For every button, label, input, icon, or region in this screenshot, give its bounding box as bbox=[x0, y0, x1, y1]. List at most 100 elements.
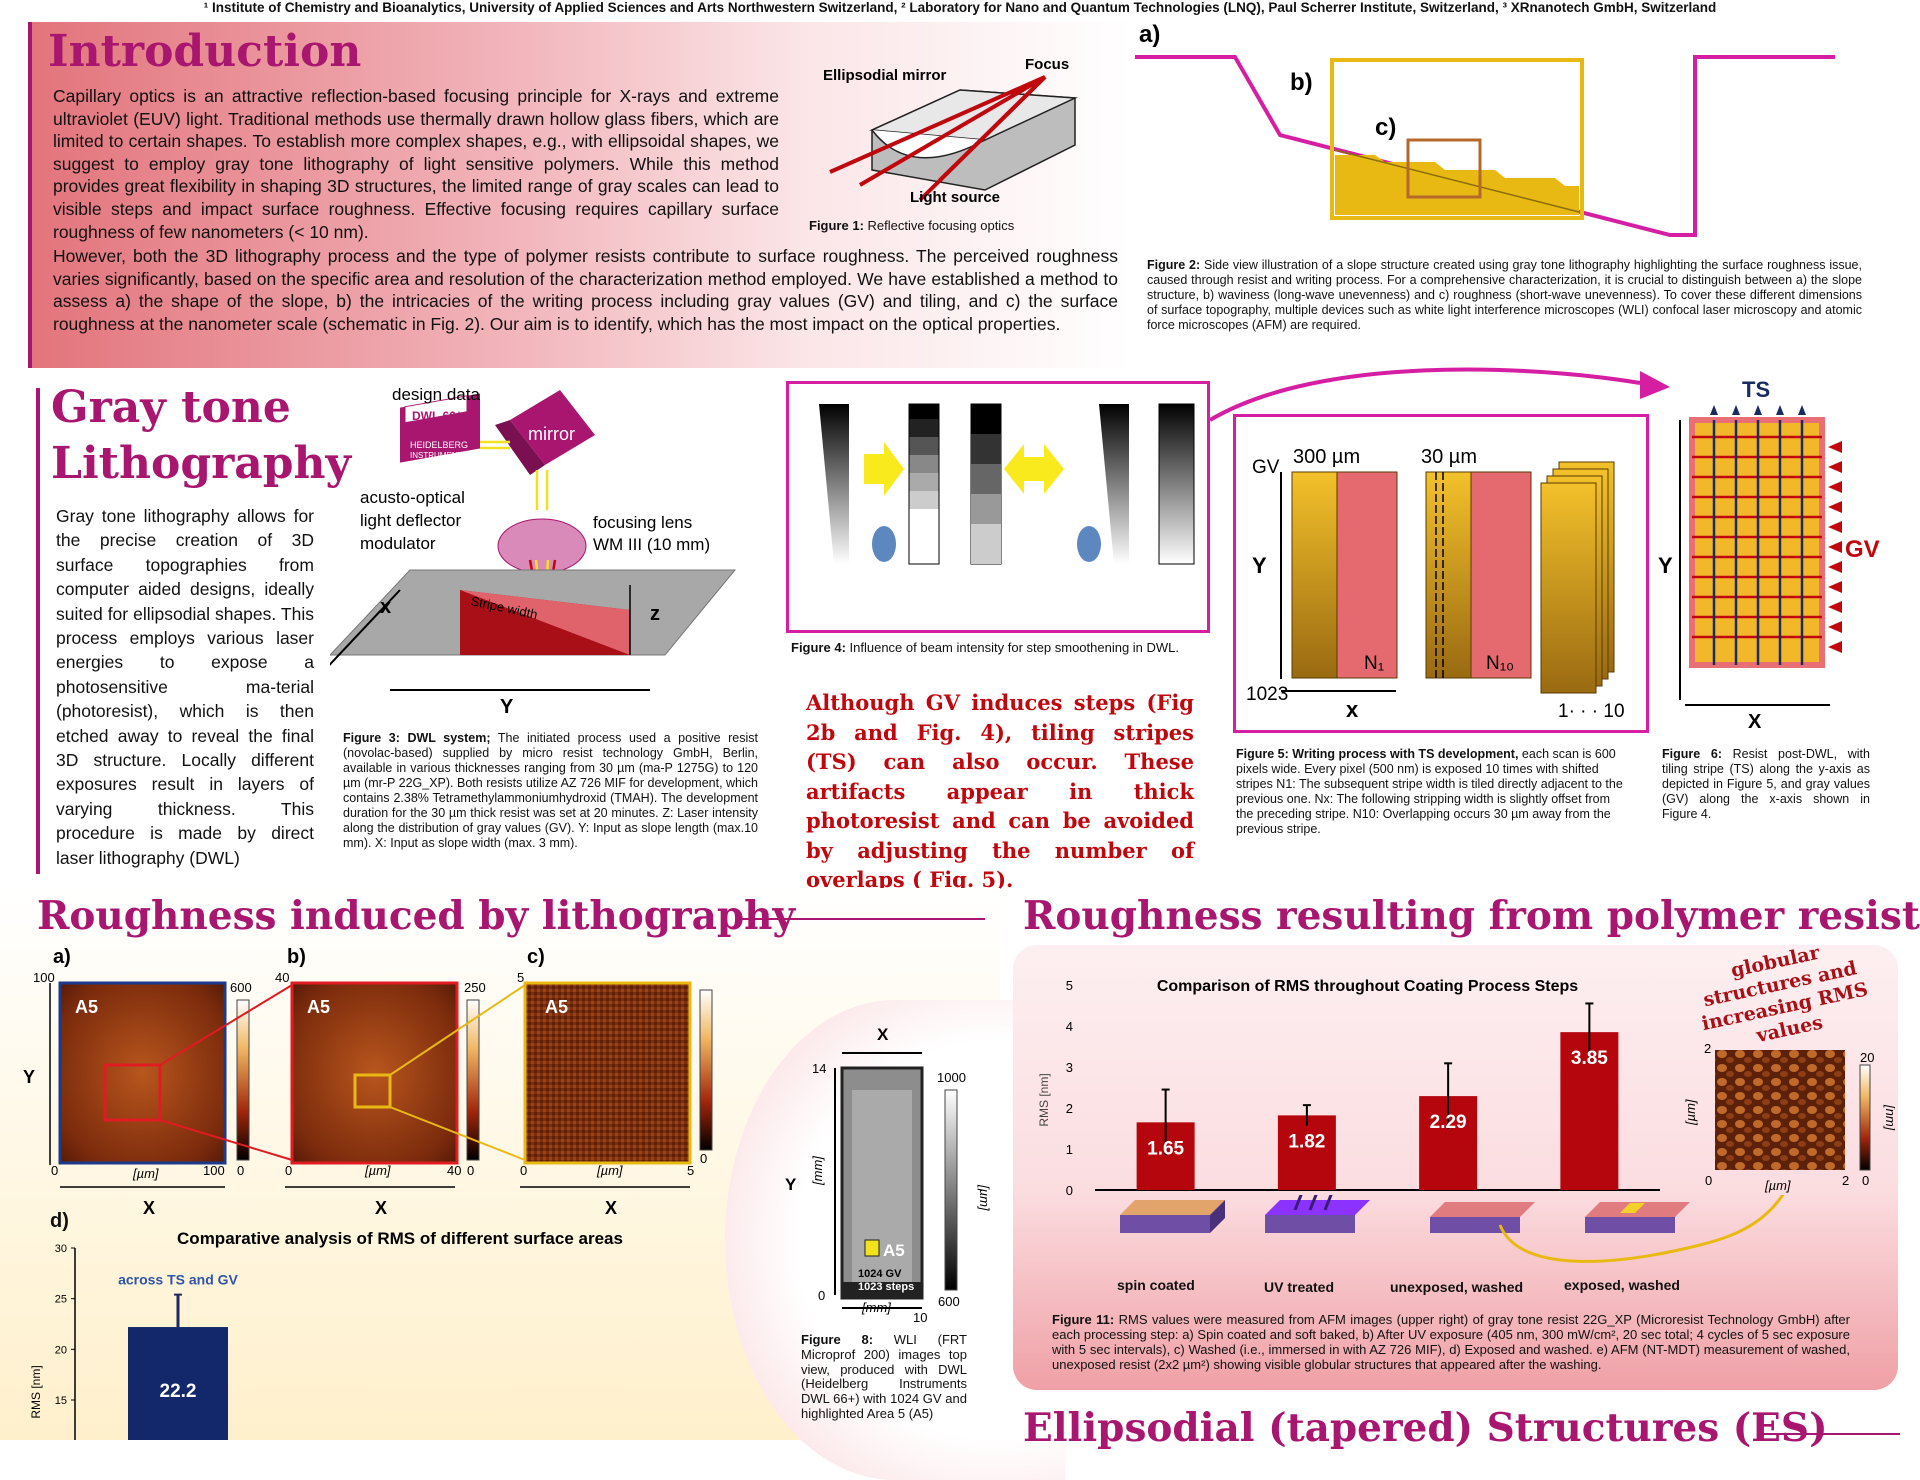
fig3-heidelberg-label: HEIDELBERG bbox=[410, 440, 468, 450]
afm-inset-x2: 2 bbox=[1842, 1173, 1849, 1188]
fig5-n1-label: N₁ bbox=[1364, 653, 1384, 674]
afm-b-area: A5 bbox=[307, 997, 330, 1017]
gtl-title-line-2: Lithography bbox=[51, 438, 352, 489]
rough-resist-title: Roughness resulting from polymer resist bbox=[1023, 893, 1920, 939]
fig8-a5-label: A5 bbox=[883, 1241, 905, 1260]
chart-rms-value-label: 1.65 bbox=[1147, 1138, 1184, 1159]
afm-b-zero: 0 bbox=[285, 1163, 292, 1178]
fig5-gv-label: GV bbox=[1252, 457, 1280, 478]
fig3-aom-line2: light deflector bbox=[360, 511, 461, 530]
afm-c-ymax: 5 bbox=[517, 970, 524, 985]
fig8-10-label: 10 bbox=[913, 1310, 927, 1325]
gtl-body: Gray tone lithography allows for the pre… bbox=[56, 506, 314, 868]
chart-rms-ytick: 2 bbox=[1066, 1101, 1073, 1116]
fig1-source-label: Light source bbox=[910, 189, 1000, 206]
chart-rms-ytick: 0 bbox=[1066, 1183, 1073, 1198]
afm-b-ymax: 40 bbox=[275, 970, 289, 985]
fig3-caption: Figure 3: DWL system; The initiated proc… bbox=[343, 731, 758, 850]
chart-d-ytick: 15 bbox=[55, 1395, 67, 1407]
chart-rms-ytick: 5 bbox=[1066, 978, 1073, 993]
fig5-range-label: 1· · · 10 bbox=[1558, 701, 1625, 722]
fig1-focusing-optics: Ellipsodial mirror Focus Light source bbox=[823, 56, 1078, 206]
fig5-x-label: x bbox=[1346, 697, 1359, 722]
chart-d-ytick: 30 bbox=[55, 1243, 67, 1255]
afm-y: Y bbox=[23, 1067, 35, 1087]
gtl-title-line-1: Gray tone bbox=[51, 382, 291, 433]
exposed-washed-icon bbox=[1585, 1202, 1690, 1233]
chart-rms-ytick: 3 bbox=[1066, 1060, 1073, 1075]
afm-c-cmin: 0 bbox=[700, 1151, 707, 1166]
fig8-0-label: 0 bbox=[818, 1288, 825, 1303]
chart-d-value-label: 22.2 bbox=[160, 1381, 197, 1402]
afm-c-xmax: 5 bbox=[687, 1163, 694, 1178]
afm-c-zero: 0 bbox=[520, 1163, 527, 1178]
fig8-x-top: X bbox=[877, 1025, 889, 1044]
process-step-icons bbox=[1120, 1195, 1785, 1263]
fig3-y-label: Y bbox=[500, 696, 514, 718]
affiliations: ¹ Institute of Chemistry and Bioanalytic… bbox=[203, 0, 1717, 15]
fig5-writing-process: 300 µm 30 µm GV Y 1023 x N₁ N₁₀ 1· · · 1… bbox=[1246, 446, 1625, 722]
gv-callout: Although GV induces steps (Fig 2b and Fi… bbox=[806, 690, 1194, 892]
afm-a-area: A5 bbox=[75, 997, 98, 1017]
step-label-unexposed-washed: unexposed, washed bbox=[1390, 1279, 1524, 1295]
fig2-caption: Figure 2: Side view illustration of a sl… bbox=[1147, 258, 1862, 332]
afm-a-um: [µm] bbox=[132, 1166, 159, 1181]
afm-b-um: [µm] bbox=[364, 1163, 391, 1178]
chart-rms-coating-steps: Comparison of RMS throughout Coating Pro… bbox=[1037, 978, 1660, 1198]
chart-rms-ytick: 1 bbox=[1066, 1142, 1073, 1157]
chart-d-ytick: 25 bbox=[55, 1294, 67, 1306]
fig5-30-label: 30 µm bbox=[1421, 446, 1477, 468]
uv-treated-icon bbox=[1265, 1195, 1370, 1233]
afm-inset: 2 0 2 [µm] [µm] 20 0 [nm] bbox=[1683, 1041, 1895, 1193]
afm-b-cmin: 0 bbox=[467, 1163, 474, 1178]
fig8-um-label: [µm] bbox=[977, 1184, 990, 1211]
fig3-dwl-label: DWL 66⁺ bbox=[412, 409, 462, 423]
fig3-instruments-label: INSTRUMENTS bbox=[410, 451, 468, 460]
afm-inset-x0: 0 bbox=[1705, 1173, 1712, 1188]
afm-inset-um-y: [µm] bbox=[1683, 1099, 1698, 1126]
afm-c-area: A5 bbox=[545, 997, 568, 1017]
chart-rms-bar bbox=[1277, 1115, 1336, 1190]
fig5-300-label: 300 µm bbox=[1293, 446, 1360, 468]
chart-rms-value-label: 3.85 bbox=[1571, 1048, 1608, 1069]
fig2-tag-a: a) bbox=[1139, 21, 1160, 48]
fig1-focus-label: Focus bbox=[1025, 56, 1069, 73]
fig3-x-label: x bbox=[380, 596, 391, 618]
afm-a-cmin: 0 bbox=[237, 1163, 244, 1178]
fig6-caption: Figure 6: Resist post-DWL, with tiling s… bbox=[1662, 747, 1870, 821]
intro-title: Introduction bbox=[48, 26, 362, 77]
fig6-ts-label: TS bbox=[1742, 377, 1770, 402]
fig6-resist-grid: TS GV Y X bbox=[1658, 377, 1880, 733]
fig8-14-label: 14 bbox=[812, 1061, 826, 1076]
afm-inset-nm: [nm] bbox=[1883, 1104, 1895, 1131]
afm-b-tag: b) bbox=[287, 946, 306, 968]
afm-inset-c0: 0 bbox=[1862, 1173, 1869, 1188]
unexposed-washed-icon bbox=[1430, 1202, 1535, 1233]
afm-a-tag: a) bbox=[53, 946, 71, 968]
chart-rms-value-label: 2.29 bbox=[1430, 1112, 1467, 1133]
step-label-exposed-washed: exposed, washed bbox=[1564, 1277, 1680, 1293]
afm-b-x: X bbox=[375, 1198, 387, 1215]
fig8-y-label: Y bbox=[785, 1175, 797, 1194]
chart-rms-value-label: 1.82 bbox=[1288, 1131, 1325, 1152]
chart-rms-ytick: 4 bbox=[1066, 1019, 1073, 1034]
afm-inset-y2: 2 bbox=[1704, 1041, 1711, 1056]
afm-c-um: [µm] bbox=[596, 1163, 623, 1178]
fig1-mirror-label: Ellipsodial mirror bbox=[823, 67, 947, 84]
afm-a-xmax: 100 bbox=[203, 1163, 225, 1178]
afm-c-x: X bbox=[605, 1198, 617, 1215]
fig11-caption: Figure 11: RMS values were measured from… bbox=[1052, 1312, 1850, 1372]
fig3-z-label: z bbox=[650, 603, 660, 625]
fig3-design-label: design data bbox=[392, 385, 480, 404]
afm-c-tag: c) bbox=[527, 946, 545, 968]
fig5-frame: 300 µm 30 µm GV Y 1023 x N₁ N₁₀ 1· · · 1… bbox=[1233, 414, 1649, 733]
fig2-tag-b: b) bbox=[1290, 69, 1313, 96]
fig4-frame bbox=[786, 381, 1210, 633]
gtl-sidebar-line bbox=[36, 388, 40, 874]
fig1-caption: Figure 1: Reflective focusing optics bbox=[809, 218, 1015, 233]
intro-panel bbox=[28, 22, 1132, 368]
chart-d-rms-surface-areas: Comparative analysis of RMS of different… bbox=[29, 1229, 623, 1440]
afm-a-cmax: 600 bbox=[230, 980, 252, 995]
intro-paragraph-2: However, both the 3D lithography process… bbox=[53, 246, 1118, 334]
fig3-lens-line2: WM III (10 mm) bbox=[593, 535, 710, 554]
